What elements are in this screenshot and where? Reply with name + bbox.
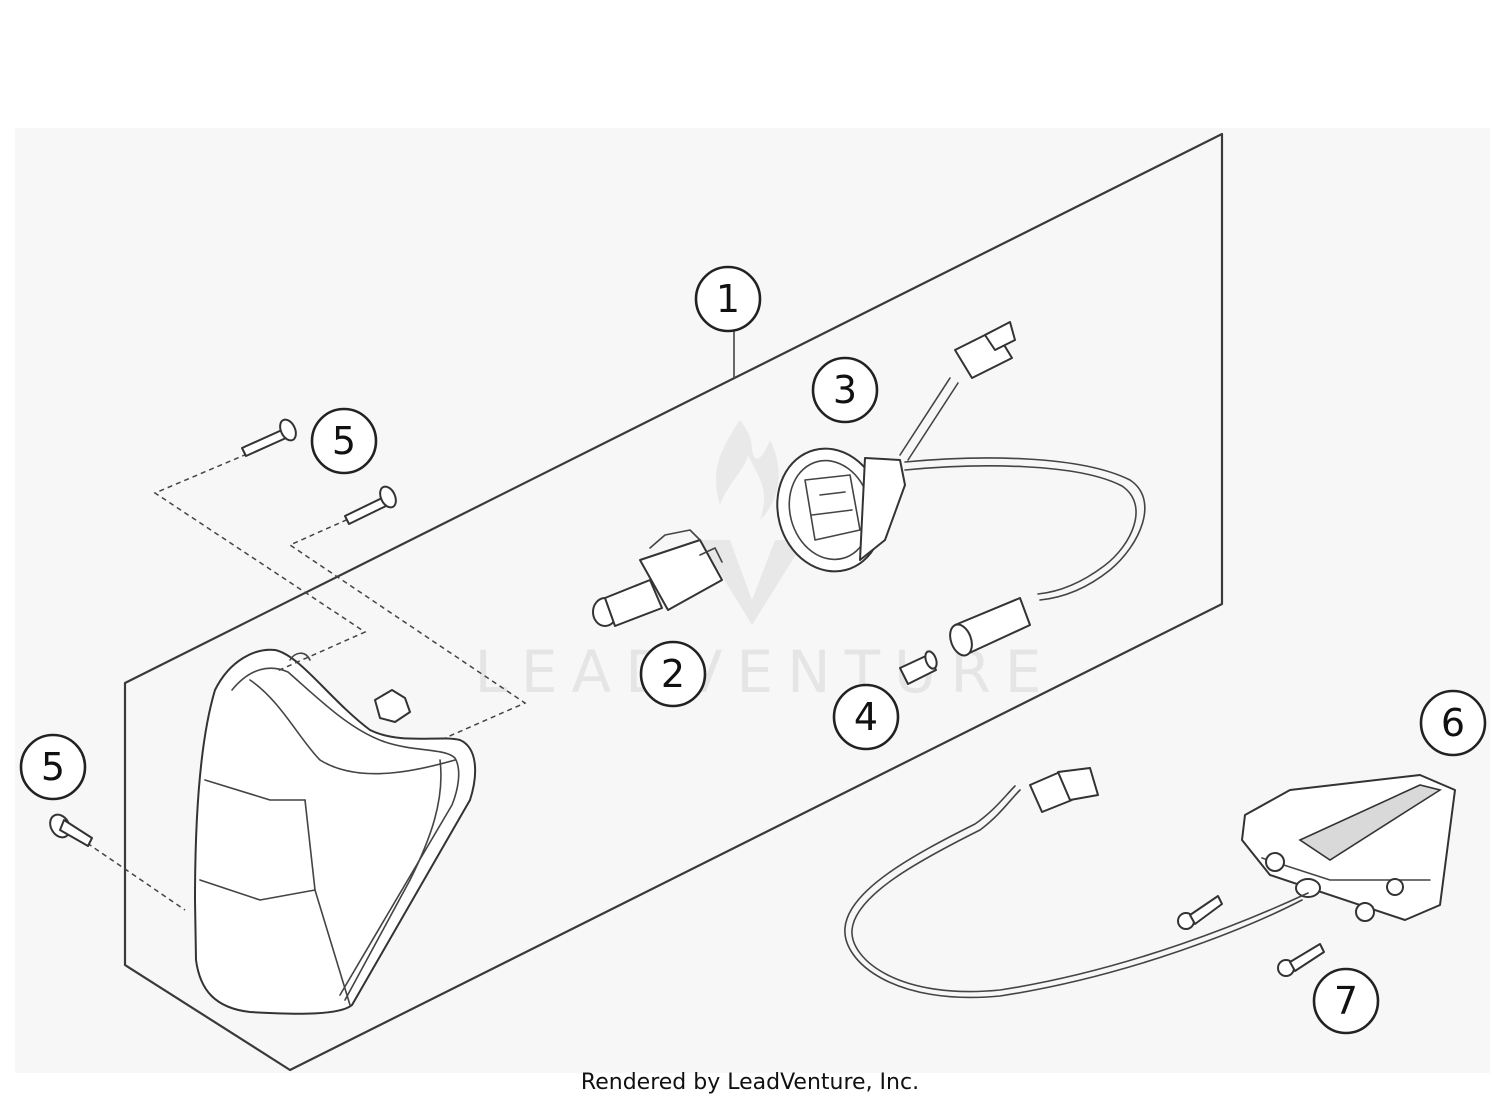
svg-text:1: 1 xyxy=(716,277,740,321)
svg-text:5: 5 xyxy=(41,745,65,789)
callout-1: 1 xyxy=(694,265,762,333)
callout-5-side: 5 xyxy=(19,733,87,801)
watermark-logo xyxy=(700,420,805,625)
watermark-text: LEADVENTURE xyxy=(475,638,1056,706)
screw-leader-top-2 xyxy=(288,504,527,739)
render-credit: Rendered by LeadVenture, Inc. xyxy=(580,1070,920,1095)
parking-light-socket xyxy=(949,597,1031,657)
screw-7-lower xyxy=(1277,943,1325,977)
screw-5-top-a xyxy=(241,418,297,457)
screw-5-side xyxy=(49,813,93,847)
svg-text:7: 7 xyxy=(1334,979,1358,1023)
callout-3: 3 xyxy=(811,356,879,424)
callout-5-top: 5 xyxy=(310,407,378,475)
screw-7-upper xyxy=(1177,895,1223,930)
screw-leader-top-1 xyxy=(153,439,367,673)
screw-5-top-b xyxy=(344,485,397,525)
bulb-socket-holder xyxy=(776,447,906,573)
callout-7: 7 xyxy=(1312,967,1380,1035)
callout-2: 2 xyxy=(639,640,707,708)
headlight-bulb xyxy=(592,529,723,627)
svg-text:4: 4 xyxy=(854,695,878,739)
assembly-boundary xyxy=(123,132,1224,1072)
marker-light-cable xyxy=(844,785,1309,999)
svg-text:2: 2 xyxy=(661,652,685,696)
socket-connector xyxy=(899,321,1016,461)
svg-text:6: 6 xyxy=(1441,701,1465,745)
headlight-housing xyxy=(194,648,477,1015)
parking-light-bulb xyxy=(899,650,938,685)
svg-text:3: 3 xyxy=(833,368,857,412)
parking-light-cable xyxy=(904,457,1146,601)
marker-light-connector xyxy=(1029,767,1099,813)
svg-text:5: 5 xyxy=(332,419,356,463)
callout-6: 6 xyxy=(1419,689,1487,757)
callout-4: 4 xyxy=(832,683,900,751)
marker-light xyxy=(1241,774,1456,922)
screw-leader-side xyxy=(64,827,186,911)
